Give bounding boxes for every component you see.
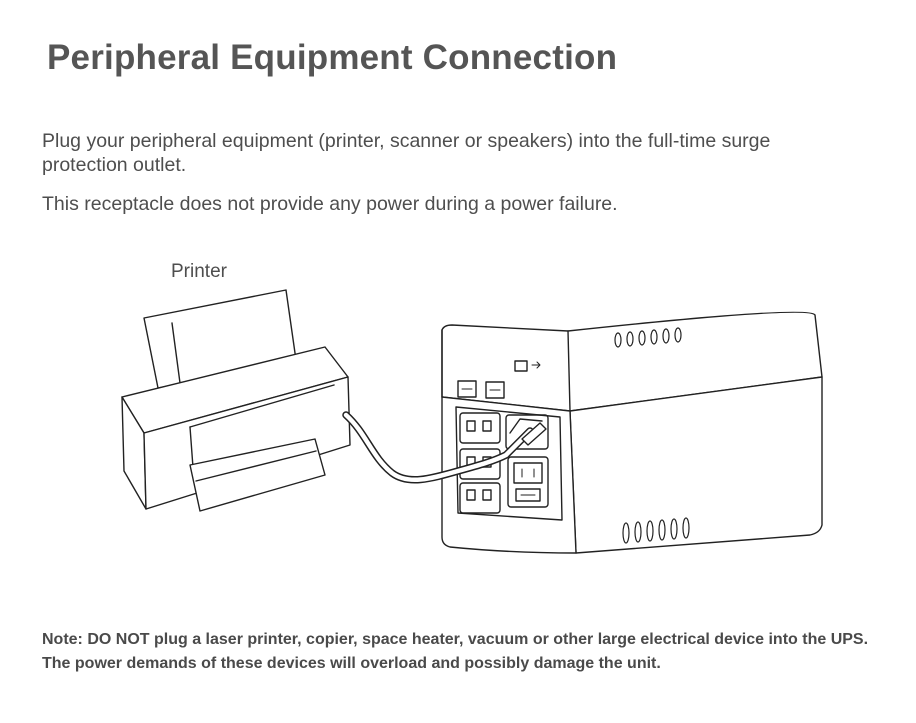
connection-illustration: [110, 285, 830, 560]
warning-note: Note: DO NOT plug a laser printer, copie…: [42, 631, 869, 672]
power-failure-paragraph: This receptacle does not provide any pow…: [42, 193, 618, 215]
intro-paragraph: Plug your peripheral equipment (printer,…: [42, 130, 771, 176]
power-cable-icon: [346, 415, 546, 480]
page-title: Peripheral Equipment Connection: [47, 38, 618, 77]
printer-icon: [122, 290, 350, 511]
ups-device-icon: [442, 312, 822, 553]
printer-caption: Printer: [171, 261, 227, 282]
